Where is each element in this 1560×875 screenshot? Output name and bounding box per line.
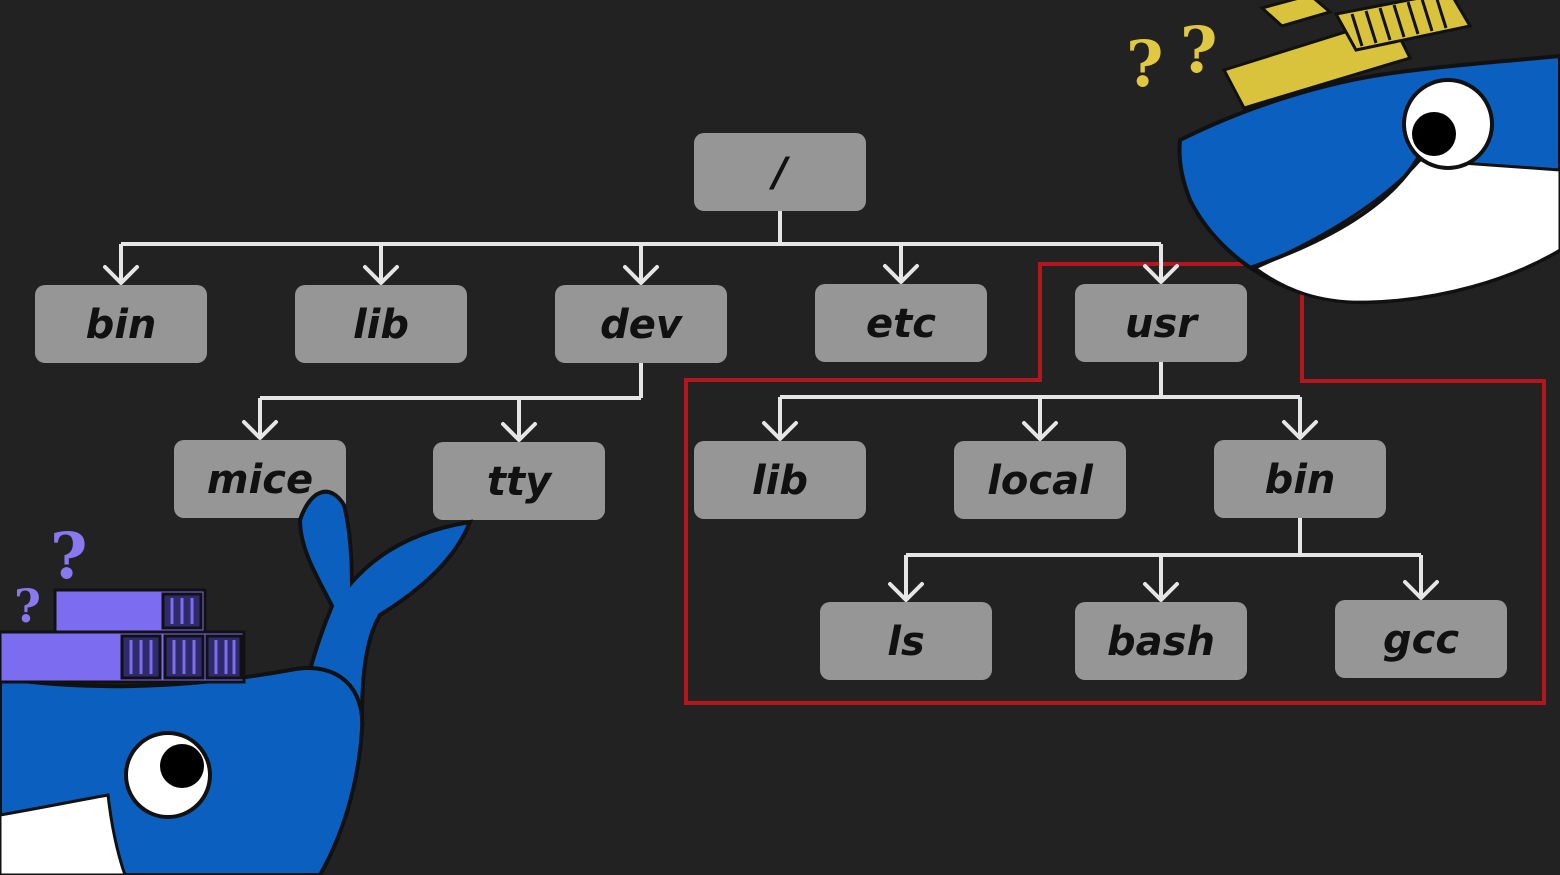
- node-label: bin: [1265, 457, 1336, 503]
- node-box: [1075, 602, 1247, 680]
- node-box: [174, 440, 346, 518]
- usr-highlight-outline: [684, 262, 1546, 705]
- node-bin: bin: [35, 285, 207, 363]
- node-usr: usr: [1075, 284, 1247, 362]
- edge-bus-root: [121, 211, 1161, 246]
- purple-containers-icon: [0, 588, 246, 684]
- node-ulib: lib: [694, 441, 866, 519]
- tree-edges: [103, 211, 1439, 602]
- question-mark-icon: ?: [50, 519, 88, 594]
- node-box: [1075, 284, 1247, 362]
- arrow-head-icon: [1143, 582, 1179, 602]
- arrow-head-icon: [888, 582, 924, 602]
- node-box: [820, 602, 992, 680]
- arrow-head-icon: [762, 421, 798, 441]
- arrow-head-icon: [1282, 420, 1318, 440]
- edge-bus-ubin: [906, 518, 1421, 557]
- node-label: usr: [1125, 301, 1199, 347]
- yellow-containers-icon: [1221, 0, 1473, 110]
- node-tty: tty: [433, 442, 605, 520]
- node-etc: etc: [815, 284, 987, 362]
- edge-bus-dev: [260, 363, 643, 400]
- node-label: bin: [86, 302, 157, 348]
- node-root: /: [694, 133, 866, 211]
- node-box: [1214, 440, 1386, 518]
- node-label: ls: [887, 619, 925, 665]
- node-box: [35, 285, 207, 363]
- arrow-head-icon: [363, 265, 399, 285]
- arrow-head-icon: [501, 422, 537, 442]
- node-box: [694, 133, 866, 211]
- arrow-head-icon: [1143, 264, 1179, 284]
- arrow-head-icon: [623, 265, 659, 285]
- node-gcc: gcc: [1335, 600, 1507, 678]
- arrow-head-icon: [242, 420, 278, 440]
- node-lib: lib: [295, 285, 467, 363]
- node-ubin: bin: [1214, 440, 1386, 518]
- node-label: etc: [866, 301, 936, 347]
- node-box: [1335, 600, 1507, 678]
- node-box: [954, 441, 1126, 519]
- tree-nodes: / bin lib dev etc usr mice tty lib local bin ls bash…: [35, 133, 1507, 680]
- node-label: lib: [353, 302, 409, 348]
- node-label: /: [769, 150, 791, 196]
- node-label: local: [987, 458, 1094, 504]
- node-label: tty: [487, 459, 553, 505]
- node-mice: mice: [174, 440, 346, 518]
- node-dev: dev: [555, 285, 727, 363]
- arrow-head-icon: [1403, 580, 1439, 600]
- node-bash: bash: [1075, 602, 1247, 680]
- question-mark-icon: ?: [14, 579, 41, 633]
- arrow-head-icon: [883, 264, 919, 284]
- question-mark-icon: ?: [1126, 27, 1164, 102]
- node-label: gcc: [1383, 617, 1459, 663]
- node-label: lib: [752, 458, 808, 504]
- node-label: mice: [207, 457, 313, 503]
- whale-bottom-left-illustration: ? ?: [0, 489, 474, 875]
- arrow-head-icon: [103, 265, 139, 285]
- whale-top-right-illustration: ? ?: [1126, 0, 1560, 305]
- node-box: [295, 285, 467, 363]
- node-box: [815, 284, 987, 362]
- question-mark-icon: ?: [1180, 13, 1218, 88]
- node-box: [433, 442, 605, 520]
- node-box: [694, 441, 866, 519]
- node-label: bash: [1107, 619, 1215, 665]
- arrow-head-icon: [1022, 421, 1058, 441]
- node-ls: ls: [820, 602, 992, 680]
- node-box: [555, 285, 727, 363]
- node-local: local: [954, 441, 1126, 519]
- node-label: dev: [600, 302, 684, 348]
